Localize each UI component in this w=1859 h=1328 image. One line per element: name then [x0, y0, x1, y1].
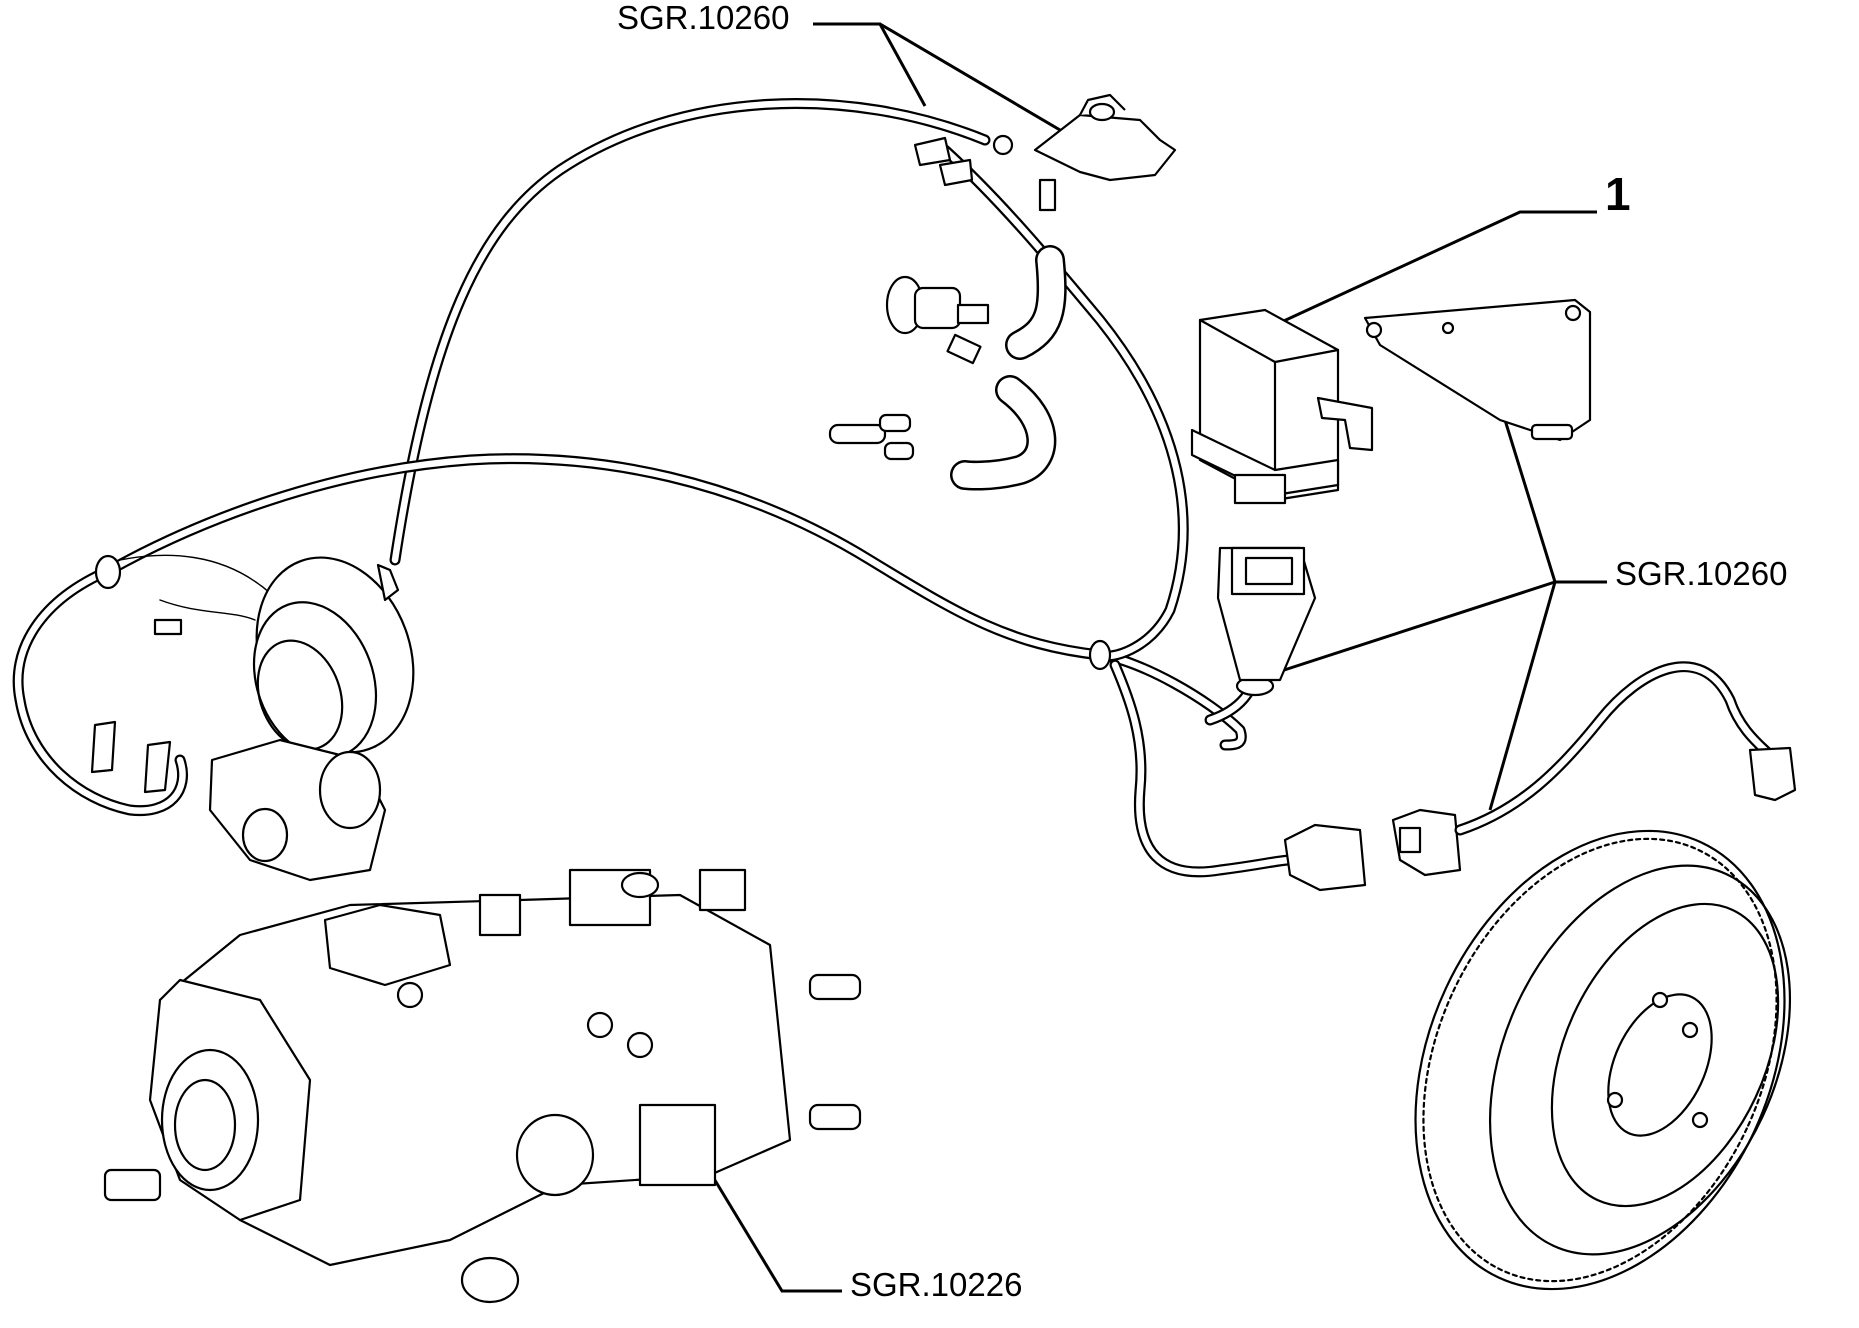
pump-outlet-1 [808, 973, 862, 1001]
sensor-bracket [1033, 113, 1177, 182]
pump-bolt-1 [396, 981, 424, 1009]
ecu-mount-clip [1316, 396, 1374, 452]
ecu-connector [1233, 473, 1287, 505]
ecu-base-rim [1190, 428, 1340, 497]
callout-part-number: 1 [1605, 168, 1631, 220]
leader-line-right-to-sensor [1488, 581, 1557, 811]
pump-drive-hub [160, 1048, 260, 1192]
bracket-hole-2 [1441, 321, 1455, 335]
callout-right-label: SGR.10260 [1615, 555, 1787, 592]
flywheel-inner-ring [1550, 902, 1780, 1208]
callout-bottom-sgr-10226[interactable]: SGR.10226 [711, 1176, 1022, 1303]
callout-right-sgr-10260[interactable]: SGR.10260 [1274, 419, 1787, 811]
harness-upper-cable [389, 98, 991, 566]
leader-line-right-to-connector [1274, 580, 1607, 675]
diagnostic-connector [1216, 546, 1317, 682]
crank-socket-face [1398, 826, 1422, 854]
leader-line-right-to-bracket [1503, 419, 1557, 583]
pump-top-lever-plate [323, 903, 452, 987]
flywheel-bolt-4 [1691, 1111, 1709, 1129]
vacuum-actuator [208, 556, 415, 882]
flywheel-hub [1607, 993, 1713, 1137]
diag-connector-face [1244, 556, 1294, 586]
vacuum-valve-port-1 [956, 303, 990, 325]
flywheel-teeth [1422, 837, 1778, 1283]
leader-line-top-to-sensor [879, 22, 1061, 132]
pump-drive-shaft [103, 1168, 162, 1202]
pressure-sensor-assembly [913, 93, 1177, 212]
pump-lever-block [478, 893, 522, 937]
vacuum-valve-housing [913, 286, 962, 330]
callout-top-label: SGR.10260 [617, 0, 789, 36]
pump-bolt-2 [586, 1011, 614, 1039]
bracket-plate [1363, 298, 1592, 442]
pump-solenoid [698, 868, 747, 912]
harness-clip-left [94, 554, 122, 590]
pump-outlet-2 [808, 1103, 862, 1131]
leader-line-top-to-cable [813, 22, 927, 107]
crank-sensor-connectors [1283, 661, 1797, 892]
flywheel [1414, 829, 1792, 1291]
injection-pump [103, 868, 862, 1304]
flywheel-face [1488, 864, 1792, 1256]
flywheel-bolt-3 [1651, 991, 1669, 1009]
crank-connector-plug [1283, 823, 1367, 892]
flywheel-bolt-1 [1606, 1091, 1624, 1109]
bracket-hole-3 [1564, 304, 1582, 322]
vacuum-hoses [828, 245, 1067, 491]
pump-bottom-plug [460, 1256, 520, 1304]
pump-top-nut [620, 871, 660, 899]
sensor-mount-screw [1088, 102, 1116, 122]
actuator-nipple [376, 563, 400, 602]
sensor-connector-2 [938, 158, 974, 187]
crank-connector-socket [1391, 808, 1462, 877]
pump-side-port [515, 1113, 595, 1197]
vacuum-tee-branch-down [883, 441, 915, 461]
vacuum-valve-port-2 [946, 333, 982, 365]
actuator-port [318, 750, 382, 830]
pump-bolt-3 [626, 1031, 654, 1059]
sensor-hole [992, 134, 1014, 156]
flywheel-bolt-2 [1681, 1021, 1699, 1039]
leader-line-bottom-to-pump [711, 1176, 842, 1293]
harness-small-wire-2 [159, 599, 256, 621]
harness-clip-junction [1088, 639, 1112, 671]
actuator-bracket-hole [241, 807, 289, 863]
vacuum-tee-fitting [828, 423, 887, 445]
ecu-control-unit [1190, 308, 1374, 505]
crank-position-sensor [1748, 746, 1797, 802]
harness-right-loop [939, 144, 1189, 662]
vacuum-tee-branch-up [878, 413, 912, 433]
sensor-connector-1 [913, 136, 952, 167]
pump-side-cover [638, 1103, 717, 1187]
bracket-hole-1 [1365, 321, 1383, 339]
pump-housing [158, 893, 792, 1267]
callout-bottom-label: SGR.10226 [850, 1266, 1022, 1303]
wiring-harness [12, 98, 1296, 878]
bracket-bolt [1530, 423, 1574, 441]
sensor-nipple [1038, 178, 1057, 212]
callout-top-sgr-10260[interactable]: SGR.10260 [617, 0, 1061, 132]
hanging-connector-left [90, 720, 117, 774]
leader-line-part-1 [1274, 210, 1597, 327]
callout-part-1[interactable]: 1 [1274, 168, 1631, 327]
small-connector-2 [153, 618, 183, 636]
hanging-connector-right [143, 740, 172, 794]
ecu-mounting-bracket [1363, 298, 1592, 442]
